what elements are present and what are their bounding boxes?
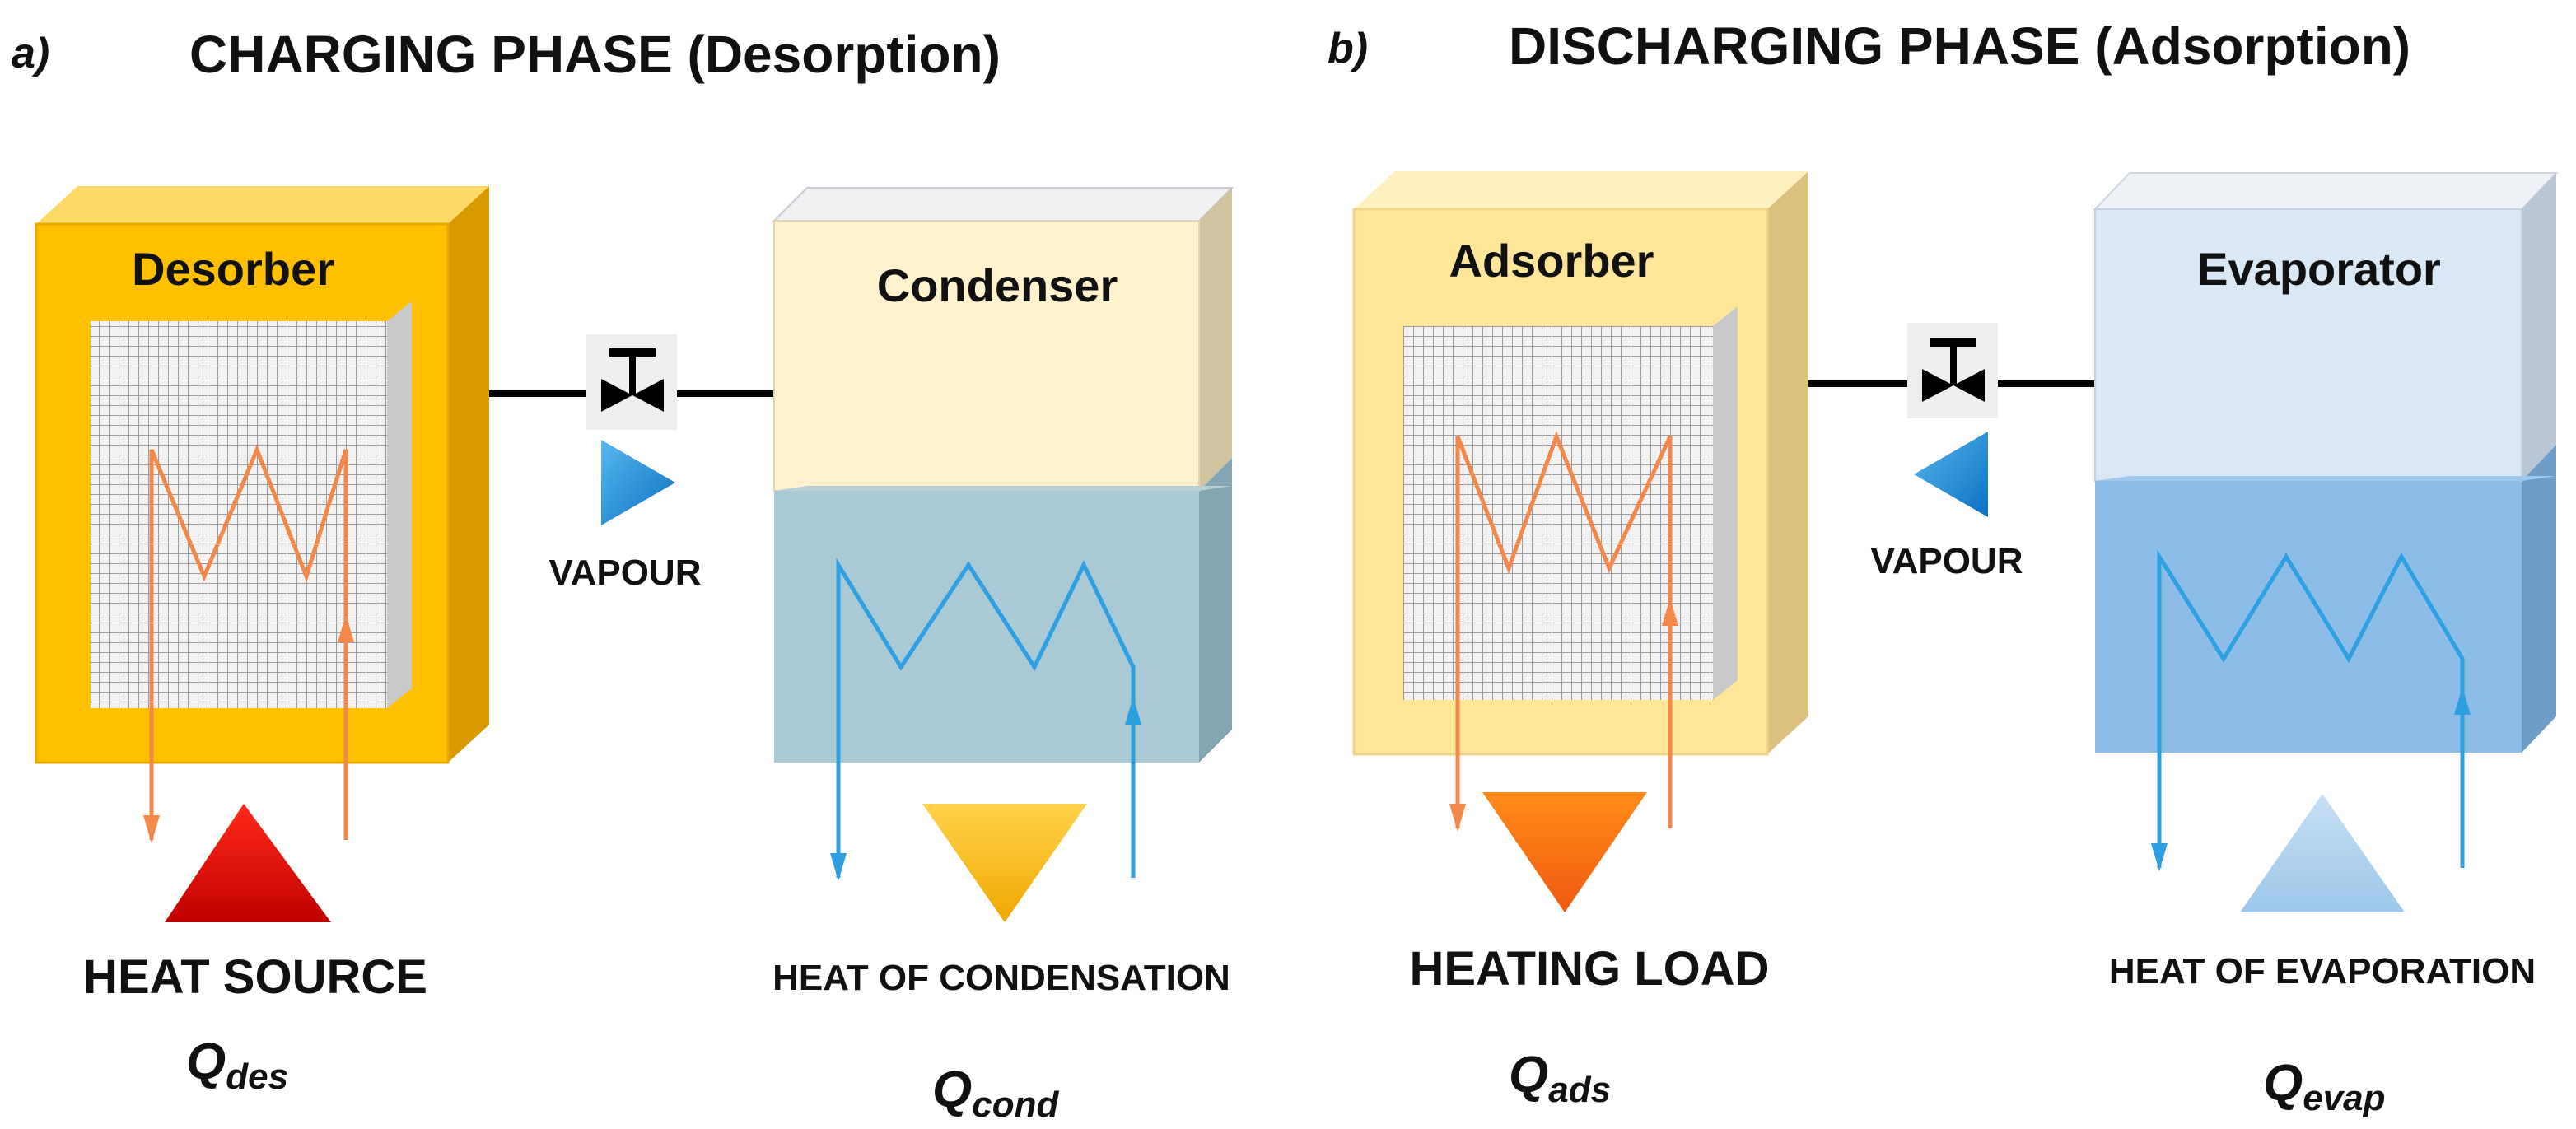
condenser-side-lower [1199,458,1232,763]
adsorber-heat-exchanger-coil [1455,430,1673,828]
adsorber-coil-down-arrow [1449,804,1466,832]
condenser-top-face [772,187,1234,222]
adsorber-label: Adsorber [1449,235,1654,287]
adsorber-vessel: Adsorber [1352,171,1808,832]
q-evap-symbol: Qevap [2263,1055,2386,1118]
condenser-liquid-surface [774,486,1232,491]
condenser-coil-up-arrow [1125,697,1141,725]
adsorber-adsorbent-bed [1403,326,1713,700]
q-ads-symbol: Qads [1509,1047,1611,1110]
condenser-vapour-space [773,220,1200,492]
heat-of-condensation-triangle [922,804,1087,922]
heat-of-evaporation-label: HEAT OF EVAPORATION [2109,951,2536,991]
panel-b-tag: b) [1328,25,1368,72]
evaporator-side-lower [2522,445,2556,753]
desorber-label: Desorber [132,243,334,295]
heat-of-evaporation-triangle [2240,794,2405,912]
heating-load-triangle [1482,792,1647,912]
desorber-heat-exchanger-coil [149,444,348,840]
adsorber-bed-depth [1713,306,1738,700]
panel-b-title: DISCHARGING PHASE (Adsorption) [1509,16,2410,76]
desorber-vessel: Desorber [35,186,489,843]
condenser-label: Condenser [877,259,1118,311]
condenser-coil-down-arrow [830,853,847,881]
heating-load-label: HEATING LOAD [1409,942,1769,996]
evaporator-label: Evaporator [2197,243,2441,295]
panel-a-title: CHARGING PHASE (Desorption) [189,25,1001,84]
q-cond-subscript: cond [972,1085,1059,1125]
q-ads-subscript: ads [1548,1070,1611,1110]
heat-of-condensation-label: HEAT OF CONDENSATION [772,958,1230,998]
condenser-vessel: Condenser [772,187,1234,881]
evaporator-vapour-space [2094,208,2522,482]
heat-source-triangle [165,804,331,922]
heat-source-label: HEAT SOURCE [83,950,427,1004]
adsorber-top-face [1354,171,1808,209]
vapour-flow-arrow-right [601,440,675,525]
vapour-label-a: VAPOUR [549,553,702,593]
vapour-flow-arrow-left [1914,432,1988,517]
desorber-side-face [448,186,489,763]
desorber-adsorbent-bed [91,321,387,708]
desorber-coil-up-arrow [338,614,354,642]
condenser-heat-exchanger-coil [836,558,1136,878]
condenser-side-upper [1199,188,1232,491]
evaporator-side-upper [2522,173,2556,481]
panel-charging: a) CHARGING PHASE (Desorption) Desorber … [12,25,1234,1125]
panel-discharging: b) DISCHARGING PHASE (Adsorption) Adsorb… [1328,16,2559,1118]
evaporator-heat-exchanger-coil [2157,549,2465,868]
evaporator-vessel: Evaporator [2093,172,2559,871]
pipe-and-valve-b: VAPOUR [1808,323,2095,581]
q-cond-symbol: Qcond [932,1061,1059,1125]
evaporator-coil-down-arrow [2151,843,2168,871]
pipe-and-valve-a: VAPOUR [489,334,774,593]
q-evap-subscript: evap [2303,1078,2385,1118]
evaporator-top-face [2093,172,2559,210]
desorber-top-face [36,186,489,224]
vapour-label-b: VAPOUR [1871,541,2023,581]
adsorber-side-face [1767,171,1808,754]
q-des-symbol: Qdes [186,1033,288,1097]
evaporator-coil-up-arrow [2454,687,2471,715]
desorber-coil-down-arrow [143,815,160,843]
desorber-bed-depth [387,301,412,708]
evaporator-liquid [2095,481,2522,753]
evaporator-liquid-surface [2095,476,2556,481]
panel-a-tag: a) [12,30,49,77]
q-des-subscript: des [226,1057,288,1097]
adsorber-coil-up-arrow [1662,598,1678,626]
